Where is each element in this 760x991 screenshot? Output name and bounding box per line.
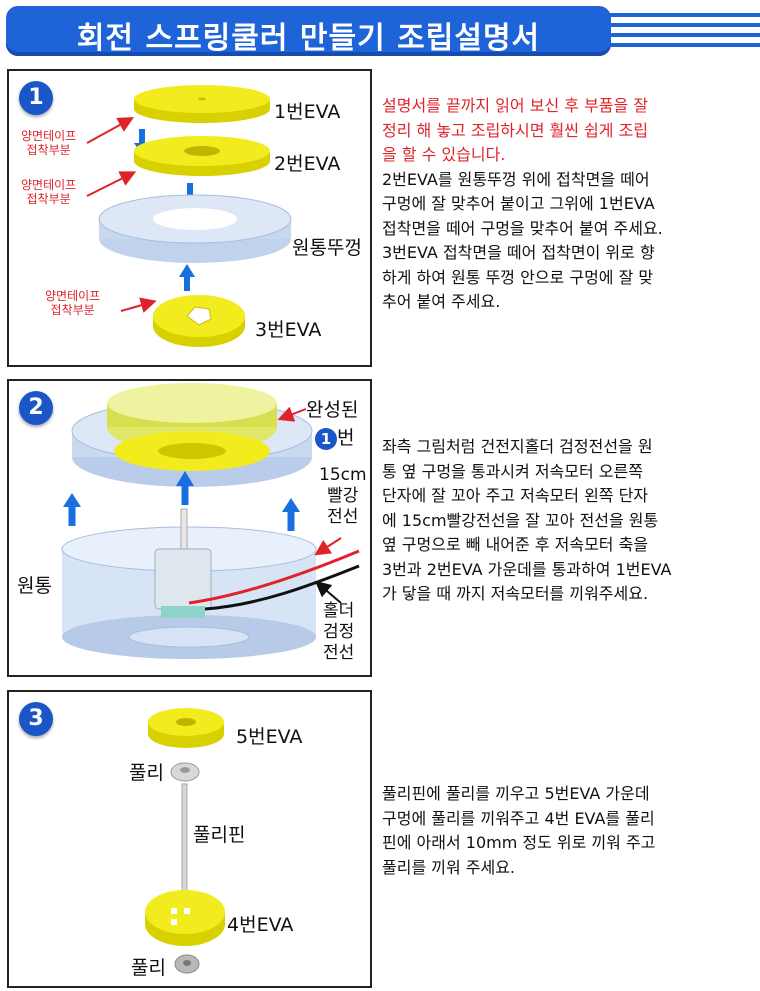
step3-illustration [145,708,225,974]
completed-label: 완성된 [306,399,359,421]
eva4-disc [145,890,225,946]
pin-label: 풀리핀 [193,824,246,846]
eva2-disc [134,136,270,176]
step2-illustration [61,383,360,659]
step2-badge: 2 [19,391,53,425]
eva4-label: 4번EVA [227,914,294,936]
cylinder-label: 원통 [17,575,52,597]
step1-illustration [86,85,292,347]
step3-instructions: 풀리핀에 풀리를 끼우고 5번EVA 가운데 구멍에 풀리를 끼워주고 4번 E… [382,784,656,877]
pulley-bottom-label: 풀리 [131,957,166,979]
eva1-disc [134,85,270,123]
motor [154,508,212,618]
header-banner [6,6,611,56]
lid-label: 원통뚜껑 [292,237,362,259]
step1-instructions: 설명서를 끝까지 읽어 보신 후 부품을 잘 정리 해 놓고 조립하시면 훨씬 … [382,96,663,311]
step3-panel: 3 5번EVA 풀리 풀리핀 4번EVA 풀리 [7,690,372,988]
eva3-label: 3번EVA [255,319,322,341]
page-header: 회전 스프링쿨러 만들기 조립설명서 [6,6,611,56]
eva3-disc [153,295,245,347]
eva5-label: 5번EVA [236,726,303,748]
eva5-disc [148,708,224,748]
step1-badge: 1 [19,81,53,115]
header-stripes [605,13,760,49]
pulley-bottom [174,954,200,974]
pulley-top [170,762,200,782]
completed-lid [71,383,313,487]
cylinder-lid [98,194,292,263]
eva2-label: 2번EVA [274,153,341,175]
step3-badge: 3 [19,702,53,736]
eva1-label: 1번EVA [274,101,341,123]
page-title: 회전 스프링쿨러 만들기 조립설명서 [76,21,541,56]
step2-instructions: 좌측 그림처럼 건전지홀더 검정전선을 원 통 옆 구멍을 통과시켜 저속모터 … [382,437,672,603]
pulley-top-label: 풀리 [129,762,164,784]
completed-mini-badge: 1 [315,427,337,450]
